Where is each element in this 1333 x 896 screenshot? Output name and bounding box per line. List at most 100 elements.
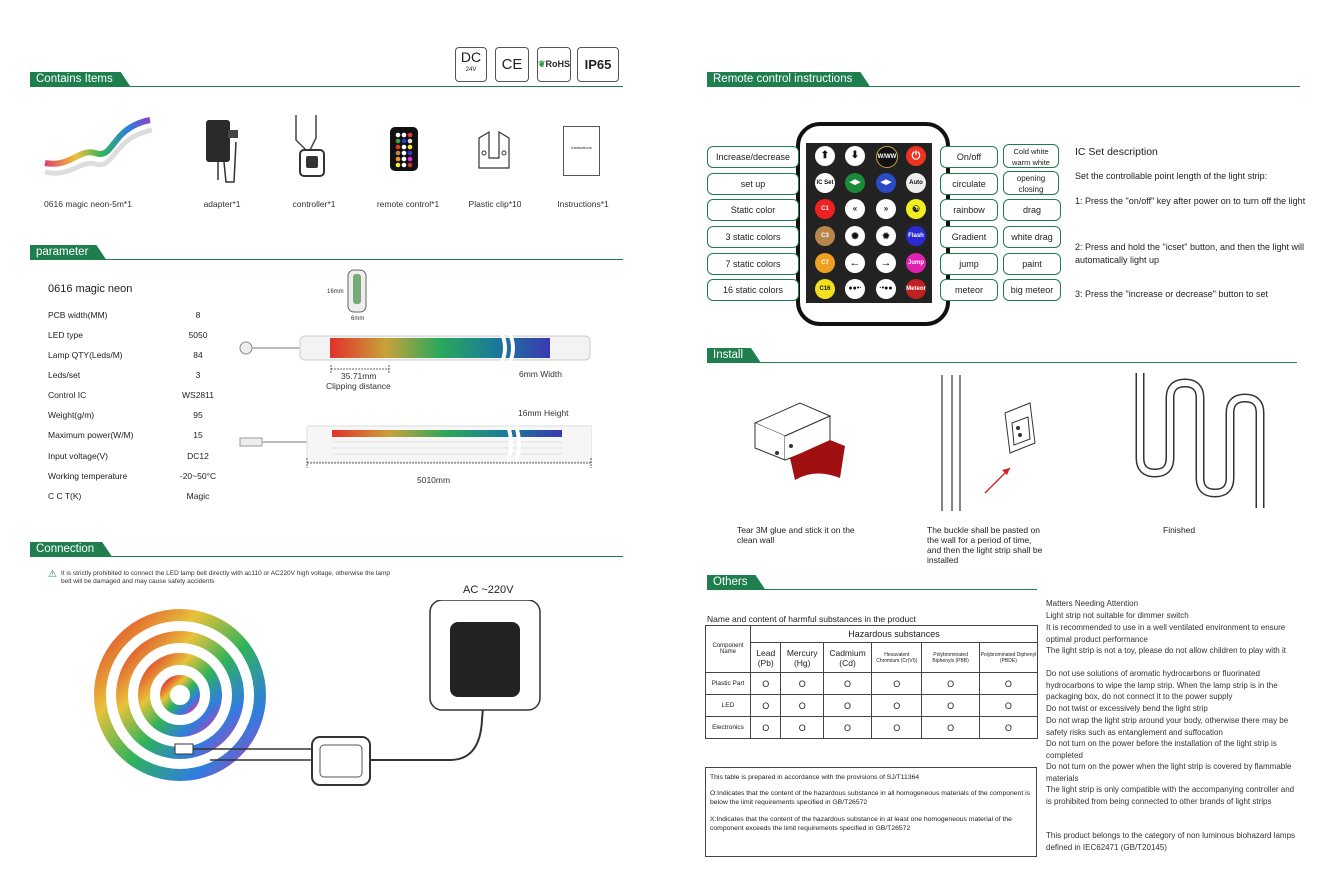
- ic-set-line: 3: Press the "increase or decrease" butt…: [1075, 289, 1268, 299]
- dots-left-icon[interactable]: ●●•·: [845, 279, 865, 299]
- cross-section-height-label: 16mm: [327, 289, 344, 295]
- table-header-hazardous: Hazardous substances: [750, 625, 1038, 643]
- attention-title: Matters Needing Attention: [1046, 599, 1139, 608]
- clip-distance-value: 35.71mm: [341, 371, 377, 381]
- section-rule: [30, 86, 623, 87]
- attention-item: Do not use solutions of aromatic hydroca…: [1046, 669, 1278, 701]
- item-label-controller: controller*1: [292, 199, 336, 209]
- connection-warning: It is strictly prohibited to connect the…: [61, 570, 391, 585]
- table-footer-box: [705, 767, 1037, 857]
- meteor-button[interactable]: Meteor: [906, 279, 926, 299]
- table-footnote: O:Indicates that the content of the haza…: [710, 790, 1031, 806]
- strip-side-view: [239, 425, 592, 463]
- blue-arrows-button[interactable]: ◀▶: [876, 173, 896, 193]
- attention-item: Do not twist or excessively bend the lig…: [1046, 704, 1208, 713]
- warning-icon: ⚠: [48, 569, 57, 580]
- c7-button[interactable]: C7: [815, 253, 835, 273]
- section-contains-items: Contains Items: [30, 72, 131, 87]
- up-arrow-icon[interactable]: ⬆: [815, 146, 835, 166]
- remote-label-white-drag: white drag: [1003, 226, 1061, 248]
- param-row: Maximum power(W/M)15: [48, 430, 203, 440]
- remote-label-onoff: On/off: [940, 146, 998, 168]
- auto-button[interactable]: Auto: [906, 173, 926, 193]
- connection-diagram: [94, 600, 541, 786]
- icset-button[interactable]: IC Set: [815, 173, 835, 193]
- c1-button[interactable]: C1: [815, 199, 835, 219]
- table-footnote: X:Indicates that the content of the haza…: [710, 816, 1012, 832]
- remote-label-3-static: 3 static colors: [707, 226, 799, 248]
- cross-section-diagram: [347, 269, 367, 313]
- instructions-doc-image: Instructions: [563, 126, 600, 176]
- dc-24v-badge: DC 24V: [455, 47, 487, 82]
- section-others: Others: [707, 575, 766, 590]
- left-arrow-icon[interactable]: ←: [845, 253, 865, 273]
- power-icon[interactable]: ⏻: [906, 146, 926, 166]
- col-chromium: Hexavalent Chromium (Cr(VI)): [871, 642, 923, 673]
- param-row: PCB width(MM)8: [48, 310, 201, 320]
- down-arrow-icon[interactable]: ⬇: [845, 146, 865, 166]
- jump-button[interactable]: Jump: [906, 253, 926, 273]
- section-rule: [707, 589, 1037, 590]
- install-caption-1: Tear 3M glue and stick it on the clean w…: [737, 525, 855, 545]
- param-row: Input voltage(V)DC12: [48, 451, 209, 461]
- width-label: 6mm Width: [519, 369, 562, 379]
- col-lead: Lead (Pb): [749, 642, 782, 673]
- hazardous-substances-table: Component Name Hazardous substances Lead…: [705, 625, 1039, 739]
- strip-top-view: [239, 333, 591, 363]
- param-row: Weight(g/m)95: [48, 410, 203, 420]
- param-row: Working temperature-20~50°C: [48, 471, 217, 481]
- c3-button[interactable]: C3: [815, 226, 835, 246]
- section-rule: [30, 556, 623, 557]
- ac-voltage-label: AC ~220V: [463, 584, 514, 596]
- install-step1-image: [753, 402, 845, 480]
- section-install: Install: [707, 348, 761, 363]
- ip65-badge: IP65: [577, 47, 619, 82]
- remote-label-drag: drag: [1003, 199, 1061, 221]
- right-arrow-icon[interactable]: →: [876, 253, 896, 273]
- remote-label-16-static: 16 static colors: [707, 279, 799, 301]
- param-row: C C T(K)Magic: [48, 491, 210, 501]
- install-caption-3: Finished: [1163, 525, 1196, 535]
- controller-image: [295, 115, 325, 177]
- rohs-badge: ❦RoHS: [537, 47, 571, 82]
- col-cadmium: Cadmium (Cd): [822, 642, 873, 673]
- rainbow-icon[interactable]: ☯: [906, 199, 926, 219]
- remote-label-paint: paint: [1003, 253, 1061, 275]
- attention-item: This product belongs to the category of …: [1046, 831, 1296, 852]
- table-header-component: Component Name: [705, 625, 751, 673]
- speed-down-icon[interactable]: «: [845, 199, 865, 219]
- c16-button[interactable]: C16: [815, 279, 835, 299]
- item-label-instructions: Instructions*1: [557, 199, 609, 209]
- brightness-down-icon[interactable]: ✺: [845, 226, 865, 246]
- attention-item: Light strip not suitable for dimmer swit…: [1046, 611, 1189, 620]
- plastic-clip-image: [478, 130, 510, 169]
- ww-button[interactable]: W/WW: [876, 146, 898, 168]
- remote-label-static-color: Static color: [707, 199, 799, 221]
- neon-strip-image: [44, 117, 153, 176]
- attention-item: It is recommended to use in a well venti…: [1046, 623, 1286, 644]
- remote-label-gradient: Gradient: [940, 226, 998, 248]
- green-arrows-button[interactable]: ◀▶: [845, 173, 865, 193]
- brightness-up-icon[interactable]: ✹: [876, 226, 896, 246]
- remote-control-image: [390, 127, 418, 171]
- remote-button-grid: [806, 143, 932, 303]
- ic-set-line: Set the controllable point length of the…: [1075, 171, 1268, 181]
- cross-section-width-label: 6mm: [351, 316, 365, 322]
- leaf-icon: ❦: [538, 59, 546, 69]
- remote-label-meteor: meteor: [940, 279, 998, 301]
- col-pbde: Polybrominated Diphenyl (PBDE): [978, 642, 1039, 673]
- dots-right-icon[interactable]: ·•●●: [876, 279, 896, 299]
- section-rule: [707, 362, 1297, 363]
- attention-item: Do not turn on the power before the inst…: [1046, 739, 1277, 760]
- remote-label-big-meteor: big meteor: [1003, 279, 1061, 301]
- ce-badge: CE: [495, 47, 529, 82]
- remote-label-setup: set up: [707, 173, 799, 195]
- section-connection: Connection: [30, 542, 112, 557]
- speed-up-icon[interactable]: »: [876, 199, 896, 219]
- ic-set-line: 1: Press the "on/off" key after power on…: [1075, 196, 1306, 206]
- flash-button[interactable]: Flash: [906, 226, 926, 246]
- clip-distance-label: Clipping distance: [326, 381, 391, 391]
